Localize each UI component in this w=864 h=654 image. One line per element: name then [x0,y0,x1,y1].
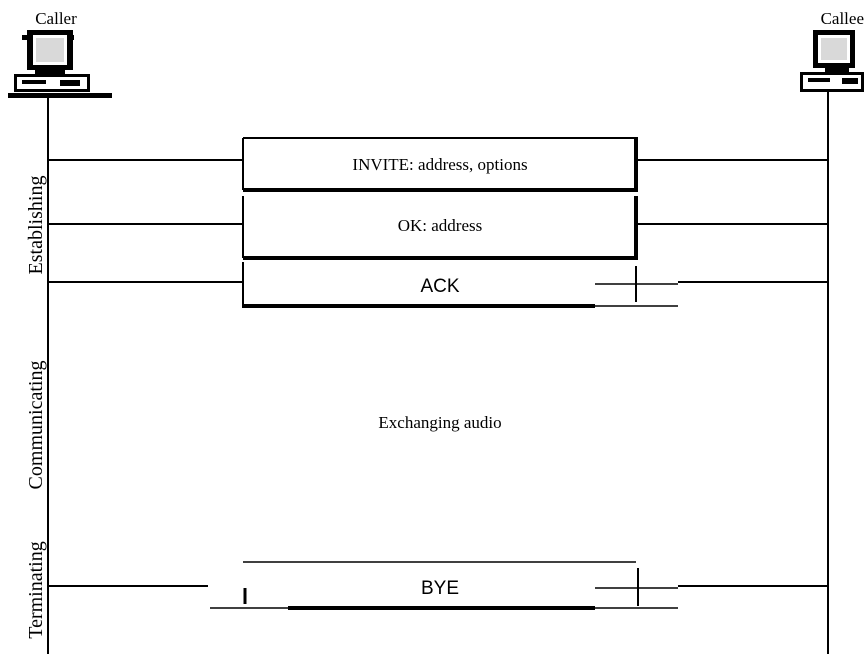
exchanging-audio-label: Exchanging audio [378,413,501,432]
invite-label: INVITE: address, options [352,155,527,174]
callee-computer-icon [800,30,864,92]
caller-computer-icon [8,30,112,98]
ok-message: OK: address [48,196,828,260]
phase-label-establishing: Establishing [25,176,47,275]
bye-message: BYE [48,561,828,610]
bye-label: BYE [421,578,459,599]
invite-message: INVITE: address, options [48,137,828,192]
ok-label: OK: address [398,216,483,235]
ack-message: ACK [48,262,828,308]
callee-label: Callee [821,9,864,28]
ack-label: ACK [420,276,459,297]
caller-label: Caller [35,9,77,28]
phase-label-communicating: Communicating [25,361,47,490]
phase-label-terminating: Terminating [25,541,47,638]
